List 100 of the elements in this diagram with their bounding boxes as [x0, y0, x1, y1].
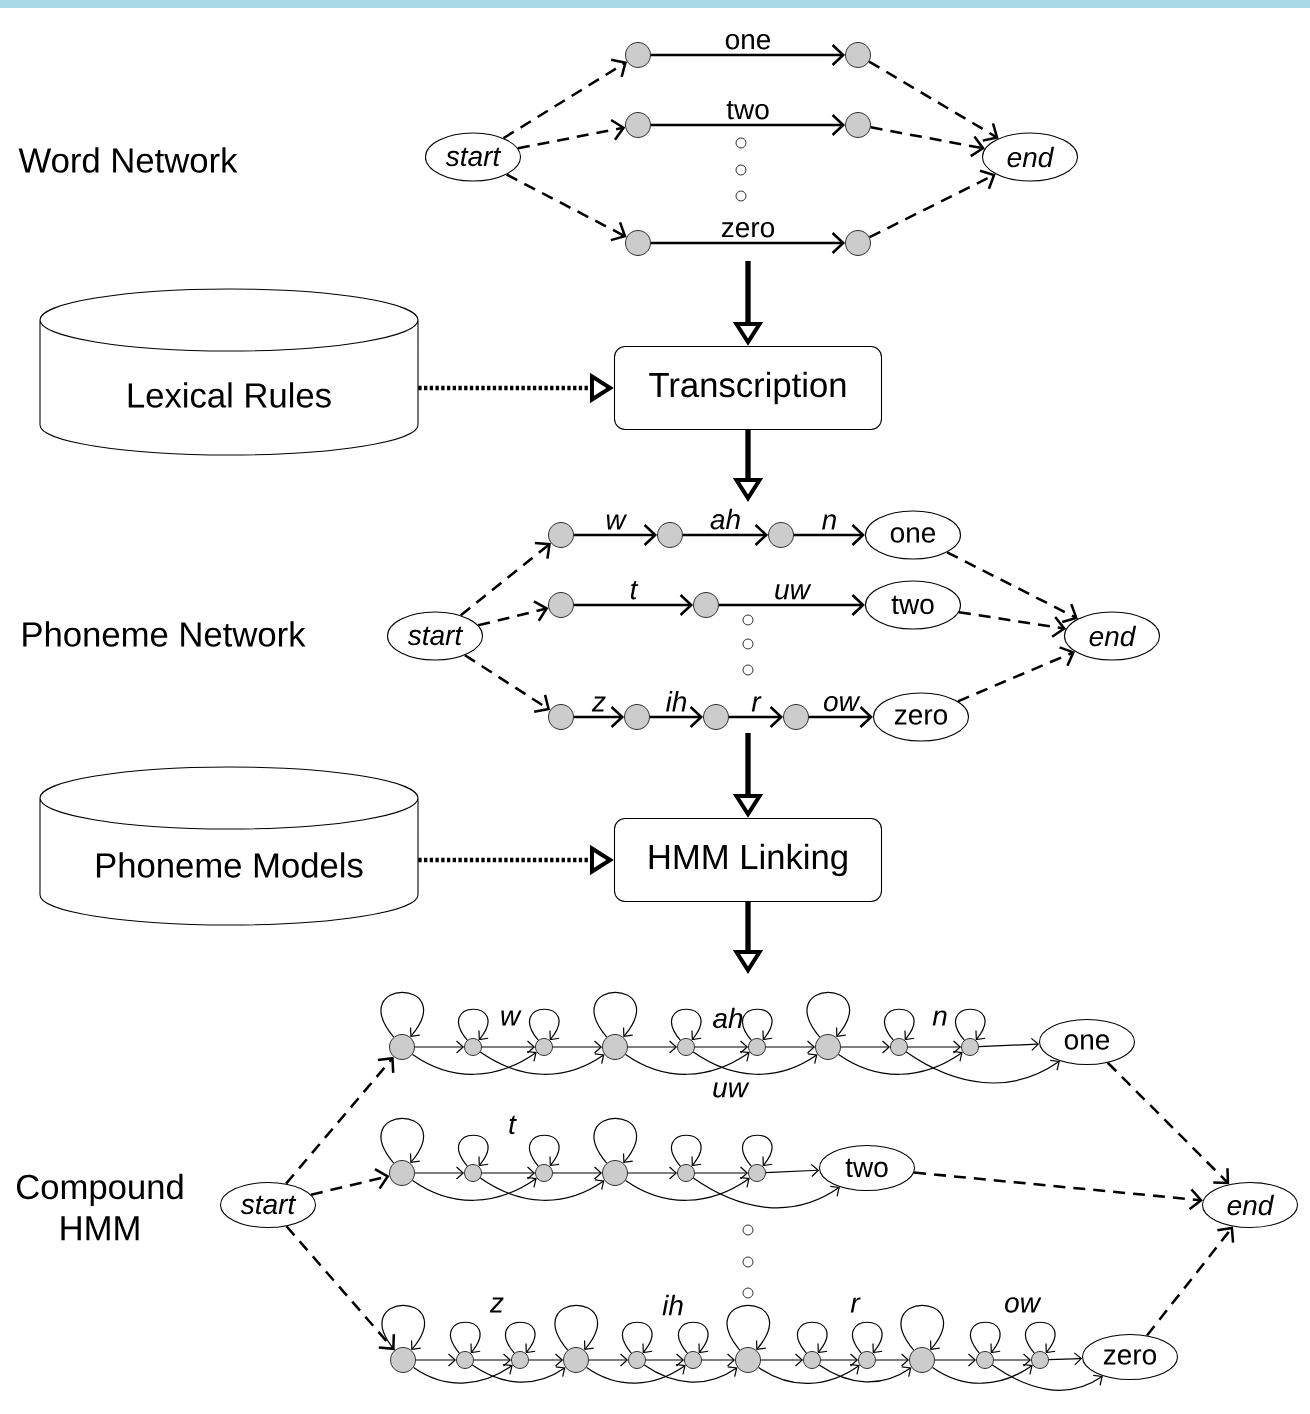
dashed-arrow — [868, 169, 996, 239]
dashed-arrow — [958, 610, 1067, 638]
arrow — [573, 524, 658, 546]
state-circle — [624, 704, 650, 730]
arrow — [728, 706, 784, 728]
process-box: HMM Linking — [613, 817, 883, 903]
self-loop-arrow — [900, 1304, 945, 1351]
edge-label: ah — [708, 507, 743, 531]
dashed-arrow — [506, 173, 627, 242]
skip-arrow — [471, 1364, 566, 1383]
dashed-arrow — [913, 1171, 1203, 1211]
dashed-arrow — [517, 118, 626, 150]
self-loop-arrow — [457, 1008, 489, 1041]
dashed-arrow — [1106, 1061, 1230, 1185]
state-circle — [625, 42, 651, 68]
dashed-arrow — [285, 1056, 395, 1185]
arrow — [765, 1040, 816, 1054]
edge-label: ih — [664, 689, 689, 713]
state-circle — [845, 112, 871, 138]
dashed-arrow — [460, 541, 551, 617]
arrow — [588, 1353, 629, 1367]
self-loop-arrow — [381, 1304, 426, 1351]
arrow — [682, 524, 769, 546]
self-loop-arrow — [1024, 1321, 1056, 1354]
state-circle — [1031, 1351, 1049, 1369]
skip-arrow — [624, 1176, 750, 1201]
self-loop-arrow — [796, 1321, 828, 1354]
state-circle — [677, 1038, 695, 1056]
arrow — [645, 1353, 685, 1367]
arrow — [481, 1040, 536, 1054]
arrow — [1048, 1352, 1083, 1366]
state-circle — [390, 1347, 416, 1373]
edge-label: n — [820, 513, 839, 531]
skip-arrow — [905, 1051, 1060, 1084]
arrow — [552, 1166, 603, 1180]
arrow — [701, 1353, 736, 1367]
edge-label: ow — [821, 694, 861, 713]
state-circle — [548, 592, 574, 618]
arrow — [978, 1037, 1040, 1051]
arrow — [793, 524, 865, 546]
arrow — [627, 1166, 678, 1180]
self-loop-arrow — [380, 1117, 425, 1164]
self-loop-arrow — [593, 991, 638, 1038]
edge-label: uw — [772, 583, 812, 601]
state-circle — [748, 1164, 766, 1182]
skip-arrow — [692, 1177, 840, 1209]
section-label: Word Network — [18, 147, 238, 173]
dashed-arrow — [502, 58, 628, 140]
arrow — [573, 594, 694, 616]
state-circle — [535, 1038, 553, 1056]
state-circle — [456, 1351, 474, 1369]
self-loop-arrow — [954, 1008, 986, 1041]
self-loop-arrow — [457, 1134, 489, 1167]
section-label: Compound HMM — [16, 1173, 183, 1241]
phone-label: n — [932, 1010, 947, 1026]
state-circle — [703, 704, 729, 730]
arrow — [907, 1040, 962, 1054]
state-circle — [535, 1164, 553, 1182]
edge-label: r — [750, 695, 762, 713]
skip-arrow — [692, 1051, 818, 1075]
skip-arrow — [931, 1363, 1033, 1384]
dashed-arrow — [285, 1225, 396, 1351]
self-loop-arrow — [670, 1008, 702, 1041]
self-loop-arrow — [504, 1321, 536, 1354]
phone-label: t — [509, 1115, 517, 1135]
skip-arrow — [412, 1363, 513, 1384]
phone-label: w — [501, 1010, 522, 1026]
arrow — [414, 1166, 465, 1180]
phone-label: ih — [662, 1294, 683, 1316]
dashed-arrow — [1146, 1226, 1235, 1337]
edge-label: z — [590, 695, 608, 713]
state-circle — [602, 1160, 628, 1186]
database-cylinder: Phoneme Models — [39, 766, 419, 926]
database-cylinder: Lexical Rules — [39, 288, 419, 456]
self-loop-arrow — [593, 1117, 638, 1164]
state-circle — [693, 592, 719, 618]
arrow — [650, 232, 846, 254]
state-circle — [890, 1038, 908, 1056]
arrow — [650, 114, 846, 136]
skip-arrow — [479, 1177, 605, 1201]
skip-arrow — [411, 1176, 537, 1201]
arrow — [694, 1040, 749, 1054]
arrow — [415, 1353, 457, 1367]
edge-label: w — [604, 513, 628, 531]
state-circle — [389, 1160, 415, 1186]
dashed-arrow — [868, 60, 999, 142]
state-circle — [748, 1038, 766, 1056]
skip-arrow — [818, 1364, 912, 1383]
section-label: Phoneme Network — [23, 621, 306, 647]
skip-arrow — [837, 1050, 963, 1075]
arrow — [840, 1040, 891, 1054]
state-circle — [735, 1347, 761, 1373]
arrow — [694, 1166, 749, 1180]
state-circle — [783, 704, 809, 730]
state-circle — [548, 522, 574, 548]
skip-arrow — [643, 1364, 738, 1383]
dashed-arrow — [957, 646, 1076, 703]
state-circle — [625, 112, 651, 138]
self-loop-arrow — [741, 1134, 773, 1167]
self-loop-arrow — [741, 1008, 773, 1041]
